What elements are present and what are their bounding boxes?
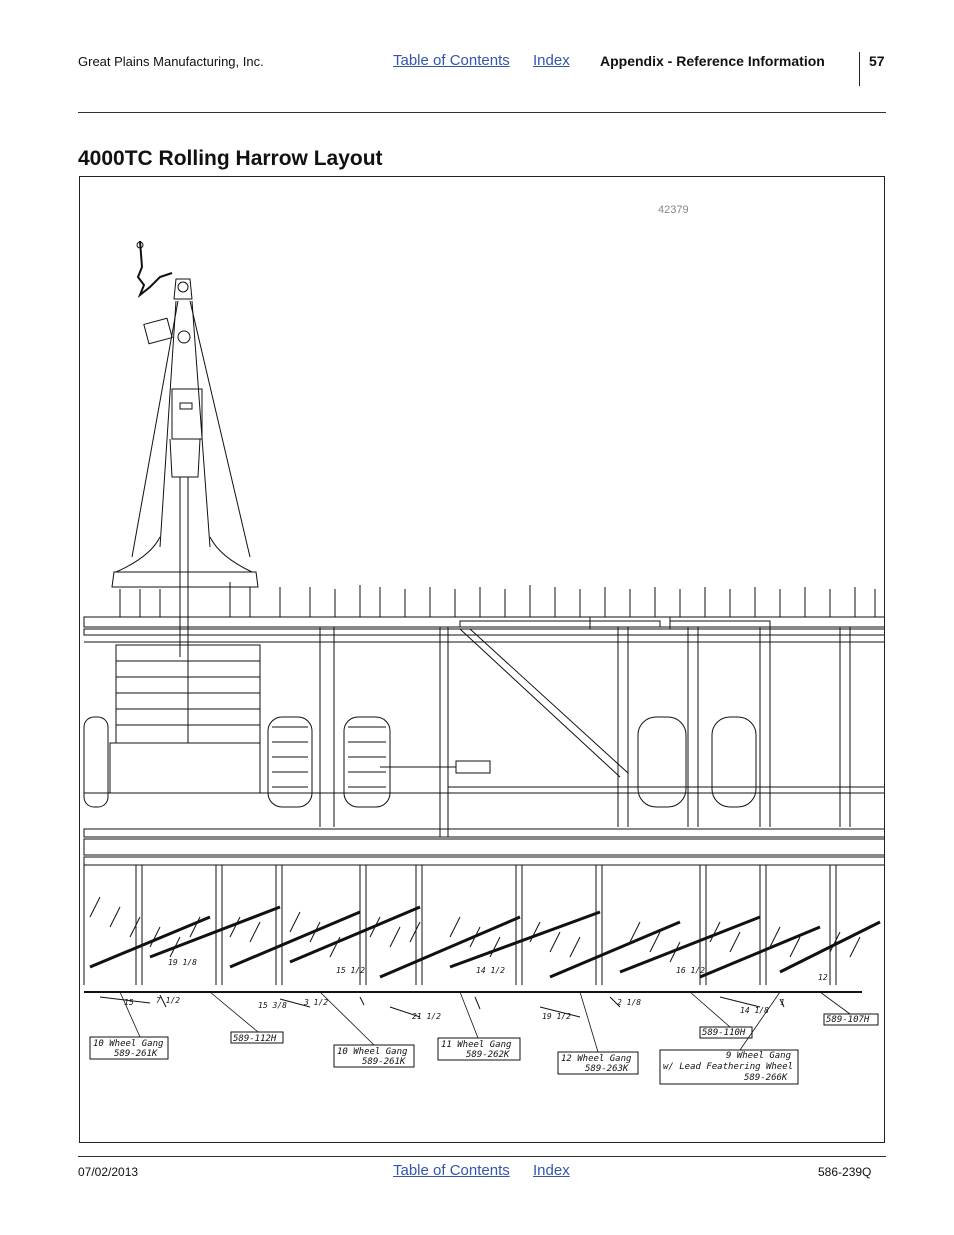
dim-4: 15 3/8 <box>258 1001 287 1010</box>
dim-8: 14 1/2 <box>476 966 505 975</box>
callout-2: 589-112H <box>233 1034 277 1044</box>
header-toc-link[interactable]: Table of Contents <box>393 52 510 69</box>
callout-8: 589-107H <box>826 1015 870 1025</box>
dim-3: 19 1/8 <box>168 958 197 967</box>
callout-5-line1: 12 Wheel Gang <box>561 1054 632 1064</box>
dim-1: 15 <box>124 998 134 1007</box>
footer-date: 07/02/2013 <box>78 1165 139 1179</box>
dim-12: 14 1/8 <box>740 1006 769 1015</box>
callout-3-line1: 10 Wheel Gang <box>337 1047 408 1057</box>
callout-7-line3: 589-266K <box>744 1073 788 1083</box>
dim-5: 15 1/2 <box>336 966 365 975</box>
top-tine-row <box>119 582 876 617</box>
page-number: 57 <box>869 53 885 69</box>
callout-7-line1: 9 Wheel Gang <box>726 1051 792 1061</box>
hitch-chain <box>136 240 173 299</box>
main-frame-rear <box>83 828 884 838</box>
footer-toc-link[interactable]: Table of Contents <box>393 1162 510 1179</box>
callout-1-line1: 10 Wheel Gang <box>93 1039 164 1049</box>
header-company: Great Plains Manufacturing, Inc. <box>78 54 264 69</box>
main-frame-front <box>83 616 884 628</box>
callout-1-line2: 589-261K <box>114 1049 158 1059</box>
page-title: 4000TC Rolling Harrow Layout <box>78 147 383 170</box>
harrow-gangs <box>89 896 881 979</box>
figure-number: 42379 <box>658 204 689 216</box>
callout-6: 589-110H <box>702 1028 746 1038</box>
transport-tires <box>83 716 757 808</box>
hitch-clevis <box>173 278 193 300</box>
diagonal-brace <box>459 628 629 778</box>
callout-7-line2: w/ Lead Feathering Wheel <box>663 1062 793 1072</box>
dim-2: 7 1/2 <box>156 996 180 1005</box>
header-index-link[interactable]: Index <box>533 52 570 69</box>
header-rule <box>78 112 886 113</box>
dim-9: 19 1/2 <box>542 1012 571 1021</box>
harrow-layout-drawing: 10 Wheel Gang 589-261K 589-112H 10 Wheel… <box>83 240 884 1085</box>
dim-14: 12 <box>818 973 828 982</box>
tongue <box>159 300 211 548</box>
figure-frame: 42379 <box>79 176 885 1143</box>
footer-doc-number: 586-239Q <box>818 1165 872 1179</box>
callout-3-line2: 589-261K <box>362 1057 406 1067</box>
dim-10: 2 1/8 <box>617 998 641 1007</box>
header-divider <box>859 52 860 86</box>
callout-5-line2: 589-263K <box>585 1064 629 1074</box>
footer-index-link[interactable]: Index <box>533 1162 570 1179</box>
header-section-title: Appendix - Reference Information <box>600 53 825 69</box>
footer-rule <box>78 1156 886 1157</box>
dim-7: 21 1/2 <box>412 1012 441 1021</box>
dim-6: 3 1/2 <box>303 998 328 1007</box>
callout-4-line2: 589-262K <box>466 1050 510 1060</box>
weight-stack <box>115 644 261 744</box>
dim-13: 1 <box>780 998 785 1007</box>
callout-4-line1: 11 Wheel Gang <box>441 1040 512 1050</box>
gang-hangers <box>83 865 837 985</box>
dim-11: 16 1/2 <box>676 966 705 975</box>
